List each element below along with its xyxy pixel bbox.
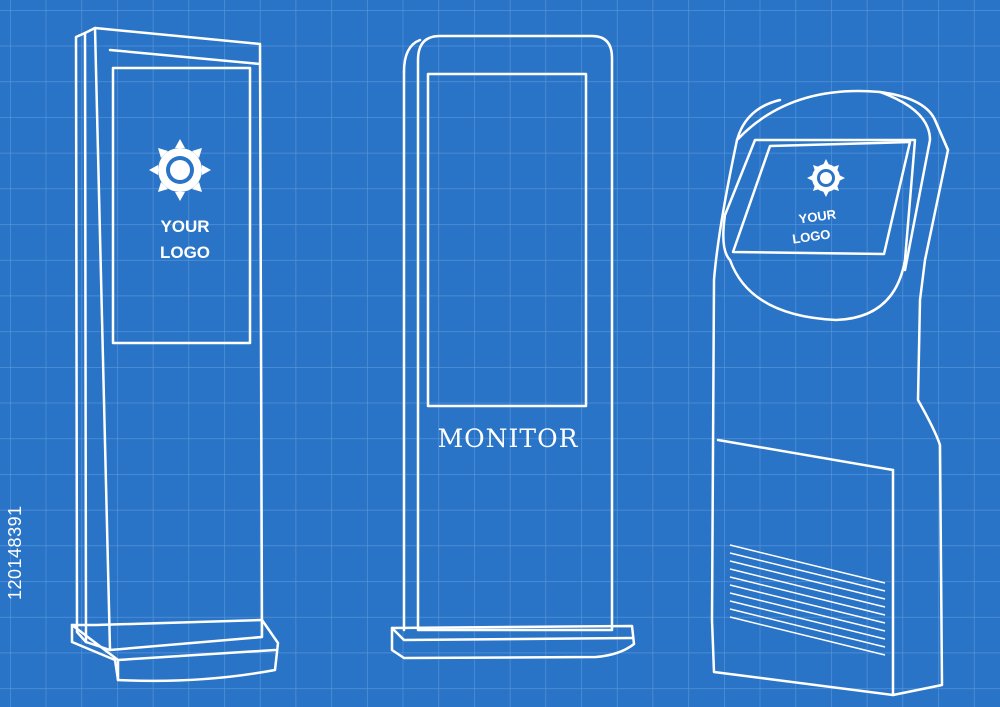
kiosk-middle: MONITOR xyxy=(390,34,636,660)
stock-id-label: 120148391 xyxy=(5,505,25,600)
kiosk-left-logo-line1: YOUR xyxy=(160,217,209,236)
kiosk-left-screen xyxy=(111,66,252,345)
kiosk-right-logo-line2: LOGO xyxy=(791,226,831,246)
kiosk-right: YOUR LOGO xyxy=(710,89,950,697)
sun-icon xyxy=(807,159,845,197)
kiosk-right-screen xyxy=(731,140,912,256)
kiosk-right-logo-line1: YOUR xyxy=(798,206,838,226)
kiosk-right-vent xyxy=(729,544,886,656)
kiosk-left: YOUR LOGO xyxy=(70,26,280,683)
kiosk-middle-base xyxy=(390,624,636,660)
kiosk-left-logo-line2: LOGO xyxy=(160,243,210,262)
kiosk-middle-screen xyxy=(426,72,588,408)
kiosk-middle-label: MONITOR xyxy=(438,424,579,453)
sun-icon xyxy=(149,139,211,201)
